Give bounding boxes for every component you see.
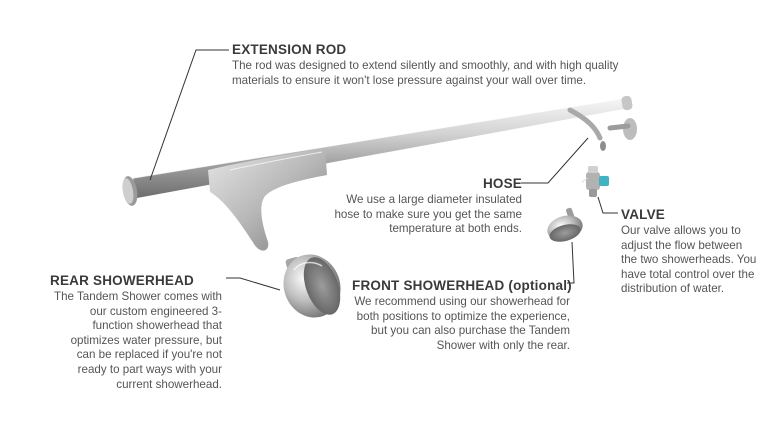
valve-illustration [581, 166, 609, 197]
callout-title-valve: VALVE [621, 207, 666, 222]
leader-lines [149, 49, 618, 291]
callout-title-extension-rod: EXTENSION ROD [232, 42, 347, 57]
leader-line-front-showerhead [567, 241, 575, 284]
extension-rod [122, 95, 637, 251]
callout-hose: HOSE We use a large diameter insulated h… [318, 176, 522, 237]
rear-showerhead-illustration [283, 254, 341, 318]
leader-line-rear-showerhead [226, 277, 281, 291]
leader-line-valve [597, 196, 618, 214]
callout-front-showerhead: FRONT SHOWERHEAD (optional) We recommend… [352, 278, 572, 353]
callout-body-rear-showerhead: The Tandem Shower comes with our custom … [54, 290, 222, 391]
callout-title-hose: HOSE [482, 176, 522, 191]
callout-body-extension-rod: The rod was designed to extend silently … [232, 59, 619, 87]
leader-line-hose [521, 137, 589, 184]
callout-valve: VALVE Our valve allows you to adjust the… [621, 207, 761, 297]
callout-body-front-showerhead: We recommend using our showerhead for bo… [354, 295, 570, 352]
callout-body-valve: Our valve allows you to adjust the flow … [621, 224, 757, 296]
callout-title-front-showerhead: FRONT SHOWERHEAD (optional) [352, 278, 572, 293]
callout-rear-showerhead: REAR SHOWERHEAD The Tandem Shower comes … [50, 273, 222, 392]
callout-extension-rod: EXTENSION ROD The rod was designed to ex… [232, 42, 632, 88]
callout-title-rear-showerhead: REAR SHOWERHEAD [50, 273, 195, 288]
front-showerhead-illustration [547, 207, 583, 242]
callout-body-hose: We use a large diameter insulated hose t… [334, 193, 522, 236]
leader-line-extension-rod [149, 49, 229, 181]
